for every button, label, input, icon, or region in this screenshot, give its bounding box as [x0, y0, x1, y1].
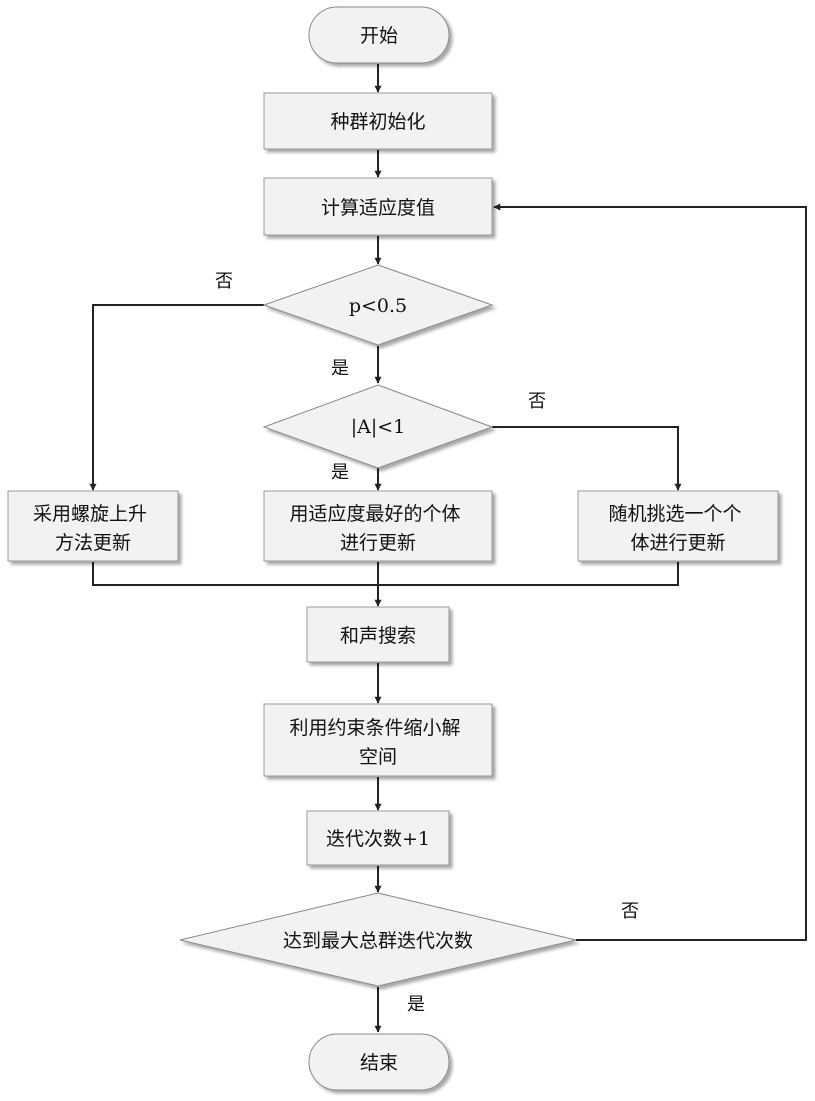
process-constraint: 利用约束条件缩小解 空间 — [263, 703, 493, 777]
process-init: 种群初始化 — [263, 92, 493, 150]
process-init-label: 种群初始化 — [330, 111, 425, 133]
decision-p-label: p<0.5 — [349, 295, 407, 317]
label-max-no: 否 — [621, 901, 639, 922]
process-harmony: 和声搜索 — [306, 606, 450, 663]
edge-p-no — [89, 304, 264, 491]
decision-a: |A|<1 — [262, 384, 494, 469]
label-max-yes: 是 — [407, 994, 425, 1015]
process-constraint-label: 利用约束条件缩小解 空间 — [289, 717, 466, 768]
process-spiral-label: 采用螺旋上升 方法更新 — [33, 503, 153, 554]
terminal-start: 开始 — [308, 6, 450, 64]
process-best: 用适应度最好的个体 进行更新 — [263, 490, 493, 562]
label-p-yes: 是 — [331, 358, 349, 379]
process-constraint-line-2: 空间 — [359, 746, 397, 768]
process-best-label: 用适应度最好的个体 进行更新 — [289, 503, 466, 554]
process-iterate-label: 迭代次数+1 — [326, 828, 430, 850]
process-best-line-1: 用适应度最好的个体 — [289, 503, 460, 525]
process-harmony-label: 和声搜索 — [340, 625, 416, 647]
edge-labels: 否 是 否 是 否 是 — [215, 271, 639, 1015]
process-fitness-label: 计算适应度值 — [321, 197, 435, 219]
edge-max-no — [493, 203, 807, 941]
process-spiral: 采用螺旋上升 方法更新 — [7, 490, 179, 562]
label-a-no: 否 — [528, 391, 546, 412]
edge-merge — [92, 562, 679, 586]
label-p-no: 否 — [215, 271, 233, 292]
decision-max-label: 达到最大总群迭代次数 — [283, 930, 473, 952]
decision-max: 达到最大总群迭代次数 — [179, 892, 577, 987]
terminal-end-label: 结束 — [360, 1052, 398, 1074]
decision-a-label: |A|<1 — [351, 416, 406, 438]
label-a-yes: 是 — [331, 462, 349, 483]
terminal-end: 结束 — [308, 1033, 450, 1091]
process-iterate: 迭代次数+1 — [306, 810, 450, 866]
decision-p: p<0.5 — [262, 264, 494, 346]
process-random-line-1: 随机挑选一个个 — [608, 503, 741, 525]
process-spiral-line-2: 方法更新 — [55, 532, 131, 554]
process-random-label: 随机挑选一个个 体进行更新 — [608, 503, 747, 554]
process-constraint-line-1: 利用约束条件缩小解 — [289, 717, 460, 739]
edges — [89, 64, 807, 1033]
terminal-start-label: 开始 — [360, 25, 398, 47]
process-random-line-2: 体进行更新 — [630, 532, 725, 554]
edge-a-no — [492, 426, 682, 491]
process-best-line-2: 进行更新 — [340, 532, 416, 554]
process-spiral-line-1: 采用螺旋上升 — [33, 503, 147, 525]
process-fitness: 计算适应度值 — [263, 177, 493, 236]
process-random: 随机挑选一个个 体进行更新 — [577, 490, 779, 562]
